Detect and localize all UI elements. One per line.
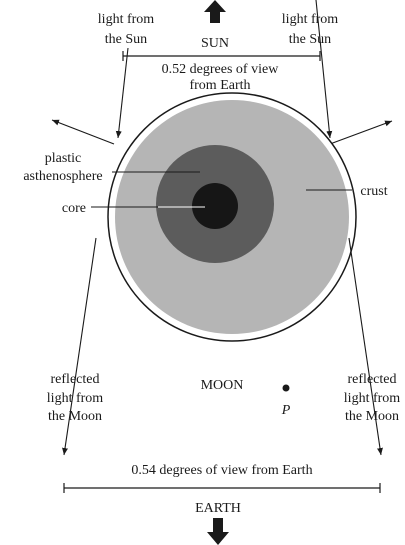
top-angle-bracket <box>122 51 321 61</box>
reflected-right-line3: the Moon <box>345 409 399 424</box>
core-label: core <box>62 201 86 216</box>
crust-label: crust <box>360 184 387 199</box>
top-angle-label-line1: 0.52 degrees of view <box>162 62 280 77</box>
moon-label: MOON <box>201 378 244 393</box>
light-from-sun-left-line1: light from <box>98 12 154 27</box>
reflected-right-line2: light from <box>344 391 400 406</box>
light-from-sun-right-line2: the Sun <box>289 32 331 47</box>
sunlight-ray-right <box>315 0 333 139</box>
plastic-label-line2: asthenosphere <box>23 169 102 184</box>
plastic-label-line1: plastic <box>45 151 82 166</box>
reflected-left-line2: light from <box>47 391 103 406</box>
bottom-angle-label: 0.54 degrees of view from Earth <box>131 463 312 478</box>
moon-core <box>192 183 238 229</box>
top-angle-label-line2: from Earth <box>189 78 250 93</box>
reflected-ray-bottom-right <box>348 237 383 456</box>
earth-label: EARTH <box>195 501 241 516</box>
light-from-sun-right-line1: light from <box>282 12 338 27</box>
earth-arrow-icon <box>207 518 229 545</box>
reflected-ray-top-left <box>51 119 115 145</box>
light-from-sun-left-line2: the Sun <box>105 32 147 47</box>
reflected-left-line3: the Moon <box>48 409 102 424</box>
bottom-angle-bracket <box>63 483 381 493</box>
sunlight-ray-left <box>115 47 129 139</box>
reflected-ray-top-right <box>329 120 393 145</box>
point-p-marker <box>282 384 290 392</box>
sun-label: SUN <box>201 36 229 51</box>
sun-arrow-icon <box>204 0 226 23</box>
reflected-right-line1: reflected <box>348 372 397 387</box>
reflected-ray-bottom-left <box>62 237 97 456</box>
point-p-label: P <box>281 403 291 418</box>
reflected-left-line1: reflected <box>51 372 100 387</box>
